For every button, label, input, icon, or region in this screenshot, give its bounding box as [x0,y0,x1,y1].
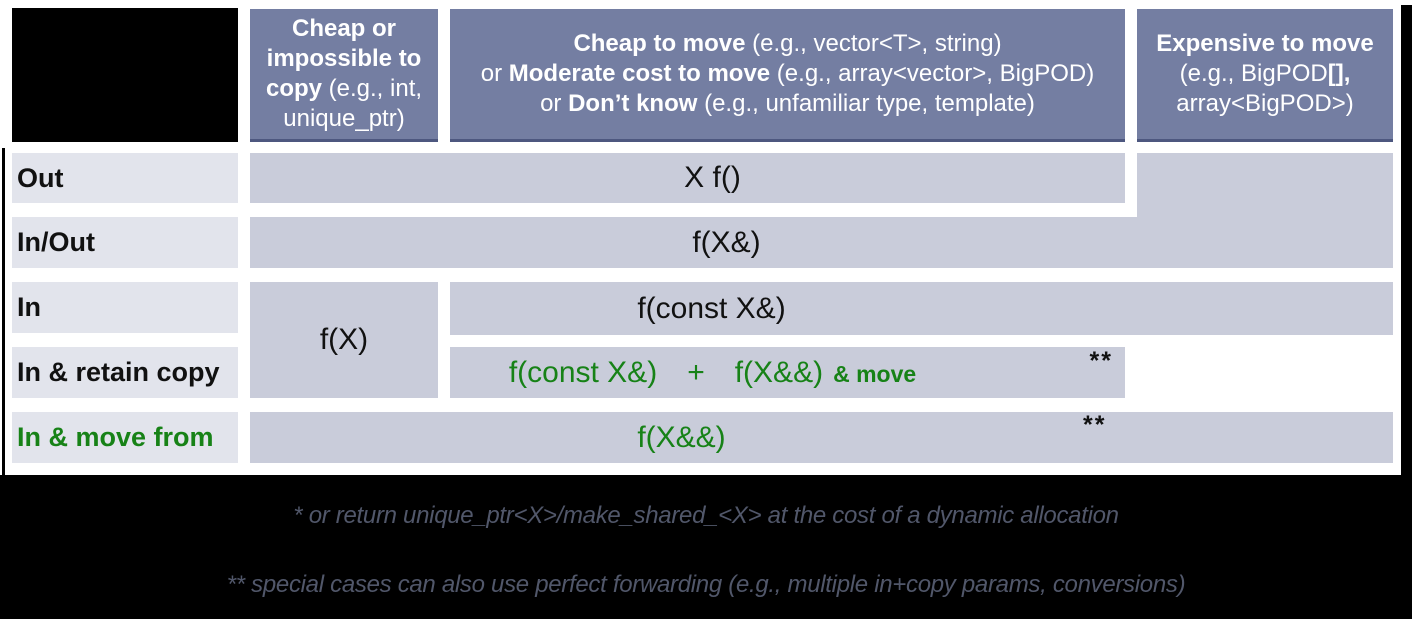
header-expensive-to-move: Expensive to move (e.g., BigPOD[], array… [1137,9,1393,142]
row-label-in-move-from: In & move from [12,412,238,463]
code-f-rvalue-ref: f(X&&) [637,420,726,454]
code-overload-group: f(X&&) [637,421,725,455]
cell-inout-ref-param: f(X&) [250,217,1393,268]
right-border-strip [1401,5,1412,475]
row-label-text: Out [17,162,64,193]
header-text: Cheap or impossible to copy (e.g., int, … [254,14,434,134]
header-bold-text: Cheap to move [573,30,746,57]
header-rest-text: (e.g., unfamiliar type, template) [697,90,1035,117]
header-line-3: or Don’t know (e.g., unfamiliar type, te… [454,89,1121,119]
plus-sign: + [687,355,705,389]
row-label-in-retain-copy: In & retain copy [12,347,238,398]
code-f-xref: f(X&) [692,225,761,259]
header-rest-text: array<BigPOD>) [1176,90,1354,117]
row-label-in-out: In/Out [12,217,238,268]
row-label-text: In & move from [17,422,214,452]
code-overload-group: f(const X&) + f(X&&) & move [509,356,916,390]
code-f-rvalue-ref: f(X&&) [734,355,824,389]
corner-box [12,8,238,142]
header-line-1: Cheap to move (e.g., vector<T>, string) [454,29,1121,59]
row-label-out: Out [12,153,238,203]
header-bold-text: Moderate cost to move [508,60,771,87]
cell-out-return-by-value: X f() [250,153,1125,203]
header-rest-text: (e.g., int, unique_ptr) [283,75,423,132]
row-label-in: In [12,282,238,333]
row-label-text: In [17,292,41,322]
header-line-2: or Moderate cost to move (e.g., array<ve… [454,59,1121,89]
header-bold-text: Expensive to move [1156,30,1374,57]
row-label-text: In/Out [17,227,95,257]
cell-in-retain-copy-overloads: f(const X&) + f(X&&) & move ** [450,347,1125,398]
header-rest-text: (e.g., array<vector>, BigPOD) [770,60,1095,87]
row-label-text: In & retain copy [17,357,220,387]
header-bold-text: Don’t know [568,90,698,117]
code-f-const-xref: f(const X&) [508,355,658,389]
header-line-1: Expensive to move [1141,29,1389,59]
header-cheap-to-move: Cheap to move (e.g., vector<T>, string) … [450,9,1125,142]
code-x-f: X f() [684,161,741,194]
header-line-2: (e.g., BigPOD[], [1141,59,1389,89]
header-line-3: array<BigPOD>) [1141,89,1389,119]
code-f-const-xref: f(const X&) [637,291,786,325]
cell-in-by-value: f(X) [250,282,438,398]
header-cheap-or-impossible-to-copy: Cheap or impossible to copy (e.g., int, … [250,9,438,142]
double-asterisk-footnote-marker: ** [1083,411,1107,439]
double-asterisk-footnote-marker: ** [1089,347,1113,375]
left-border-strip [2,148,5,475]
and-move-note: & move [833,360,917,387]
header-bold-text: Cheap or impossible to copy [265,15,422,102]
header-pre-text: (e.g., BigPOD [1179,60,1328,87]
header-bold-text: [], [1327,60,1351,87]
footnote-single-asterisk: * or return unique_ptr<X>/make_shared_<X… [293,502,1119,529]
header-rest-text: (e.g., vector<T>, string) [745,30,1002,57]
cell-in-move-from: f(X&&) ** [250,411,1393,463]
cell-in-const-ref: f(const X&) [450,282,1393,335]
code-f-x: f(X) [319,323,369,356]
footer-black-band: * or return unique_ptr<X>/make_shared_<X… [0,475,1412,619]
header-pre-text: or [540,90,569,117]
footnote-double-asterisk: ** special cases can also use perfect fo… [226,571,1186,598]
header-pre-text: or [480,60,509,87]
